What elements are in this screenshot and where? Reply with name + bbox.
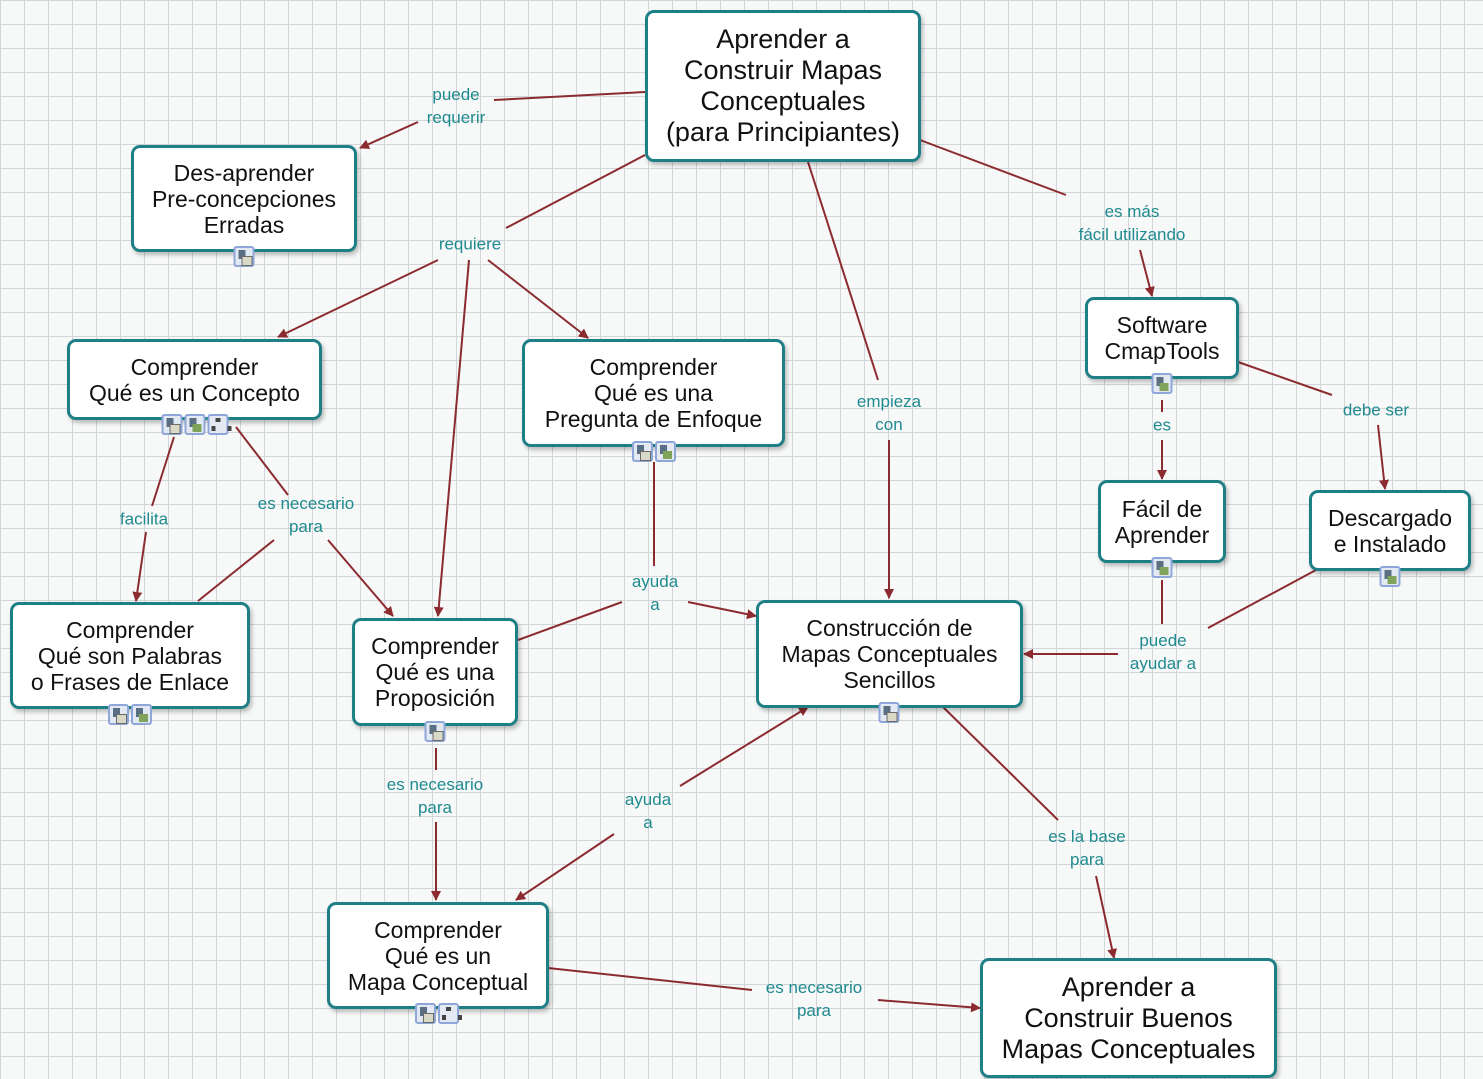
link-es-necesario-para-3[interactable]: es necesario para: [765, 978, 863, 1020]
image-icon[interactable]: [1151, 373, 1173, 394]
connector-arrow: [877, 999, 981, 1013]
concept-map-icon[interactable]: [438, 1003, 462, 1024]
link-puede-ayudar-a[interactable]: puede ayudar a: [1129, 631, 1197, 673]
connector-arrow: [1139, 249, 1155, 297]
resources-proposicion: [424, 721, 446, 742]
document-icon[interactable]: [161, 414, 183, 435]
connector-line: [517, 601, 623, 641]
connector-arrow: [515, 833, 615, 901]
concept-desaprender[interactable]: Des-aprender Pre-concepciones Erradas: [131, 145, 357, 252]
link-es-necesario-para-1[interactable]: es necesario para: [257, 494, 355, 536]
concept-software-cmaptools[interactable]: Software CmapTools: [1085, 297, 1239, 379]
concept-pregunta-enfoque[interactable]: Comprender Qué es una Pregunta de Enfoqu…: [522, 339, 785, 447]
connector-arrow: [359, 121, 419, 149]
connector-line: [941, 705, 1059, 821]
document-icon[interactable]: [415, 1003, 436, 1024]
connector-arrow: [687, 601, 757, 620]
concept-descargado-instalado[interactable]: Descargado e Instalado: [1309, 490, 1471, 571]
resources-concepto: [161, 414, 232, 435]
image-icon[interactable]: [655, 441, 676, 462]
link-es-necesario-para-2[interactable]: es necesario para: [386, 775, 484, 817]
resources-mapa-conceptual: [415, 1003, 462, 1024]
document-icon[interactable]: [632, 441, 653, 462]
concept-construccion-sencillos[interactable]: Construcción de Mapas Conceptuales Senci…: [756, 600, 1023, 708]
image-icon[interactable]: [1151, 557, 1173, 578]
link-ayuda-a-2[interactable]: ayuda a: [624, 790, 672, 832]
resources-facil-aprender: [1151, 557, 1173, 578]
link-es[interactable]: es: [1153, 415, 1171, 435]
concept-mapa-conceptual[interactable]: Comprender Qué es un Mapa Conceptual: [327, 902, 549, 1009]
image-icon[interactable]: [1379, 566, 1401, 587]
connector-arrow: [1095, 875, 1117, 959]
image-icon[interactable]: [131, 704, 152, 725]
link-requiere[interactable]: requiere: [438, 234, 502, 254]
link-ayuda-a-1[interactable]: ayuda a: [631, 572, 679, 614]
connector-arrow: [433, 259, 470, 617]
link-puede-requerir[interactable]: puede requerir: [426, 85, 486, 127]
link-es-mas-facil[interactable]: es más fácil utilizando: [1078, 202, 1186, 244]
resources-pregunta-enfoque: [632, 441, 676, 462]
link-facilita[interactable]: facilita: [119, 509, 169, 529]
concept-palabras-enlace[interactable]: Comprender Qué son Palabras o Frases de …: [10, 602, 250, 709]
connector-line: [235, 426, 289, 496]
connector-line: [1207, 569, 1317, 629]
connector-line: [807, 161, 879, 381]
connector-line: [151, 436, 175, 507]
connector-line: [1237, 361, 1333, 396]
concept-facil-aprender[interactable]: Fácil de Aprender: [1098, 480, 1226, 563]
concept-proposicion[interactable]: Comprender Qué es una Proposición: [352, 618, 518, 726]
connector-arrow: [487, 259, 589, 339]
connector-line: [919, 139, 1067, 196]
document-icon[interactable]: [424, 721, 446, 742]
connector-line: [197, 539, 275, 602]
document-icon[interactable]: [108, 704, 129, 725]
image-icon[interactable]: [184, 414, 206, 435]
connector-arrow: [1377, 424, 1389, 490]
connector-line: [547, 967, 753, 991]
connector-line: [505, 154, 646, 229]
link-debe-ser[interactable]: debe ser: [1342, 400, 1410, 420]
resources-palabras-enlace: [108, 704, 152, 725]
resources-software: [1151, 373, 1173, 394]
connector-arrow: [277, 259, 439, 338]
concept-aprender-construir[interactable]: Aprender a Construir Mapas Conceptuales …: [645, 10, 921, 162]
document-icon[interactable]: [233, 246, 255, 267]
link-es-la-base-para[interactable]: es la base para: [1048, 827, 1126, 869]
document-icon[interactable]: [878, 702, 900, 723]
link-empieza-con[interactable]: empieza con: [856, 392, 922, 434]
concept-que-es-concepto[interactable]: Comprender Qué es un Concepto: [67, 339, 322, 420]
resources-construccion: [878, 702, 900, 723]
connector-arrow: [327, 539, 394, 617]
resources-desaprender: [233, 246, 255, 267]
concept-buenos-mapas[interactable]: Aprender a Construir Buenos Mapas Concep…: [980, 958, 1277, 1078]
connector-arrow: [132, 531, 147, 602]
concept-map-icon[interactable]: [207, 414, 232, 435]
connector-arrow: [679, 706, 809, 787]
connector-line: [493, 91, 646, 101]
resources-descargado: [1379, 566, 1401, 587]
